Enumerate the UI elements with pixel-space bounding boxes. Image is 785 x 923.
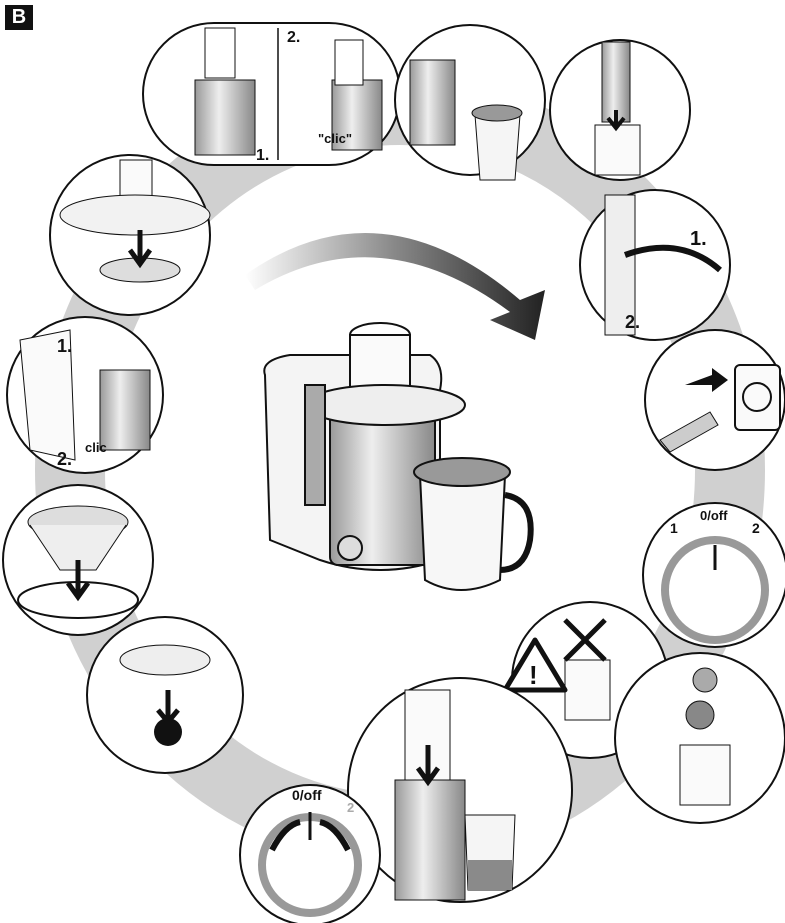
switch-off-label: 0/off <box>700 508 728 523</box>
warning-icon <box>502 637 568 693</box>
switch-off-label: 0/off <box>292 787 322 803</box>
step-1-label: 1. <box>57 336 72 356</box>
step-2-label: 2. <box>57 449 72 469</box>
step-plug-in <box>644 329 785 471</box>
speed-1-label: 1 <box>670 520 678 536</box>
click-label: clic <box>85 440 107 455</box>
speed-2-label: 2 <box>752 520 760 536</box>
section-badge: B <box>5 5 33 30</box>
step-1-label: 1. <box>256 147 269 164</box>
step-assemble-lid: 2. 1. "clic" <box>142 22 401 166</box>
step-add-fruit <box>614 652 785 824</box>
click-label: "clic" <box>318 131 352 146</box>
step-disassemble-lid: 1. 2. clic <box>6 316 164 474</box>
step-press-pusher <box>347 677 573 903</box>
step-attach-jug <box>394 24 546 181</box>
speed-2-label: 2 <box>347 800 354 815</box>
sequence-arrow <box>245 233 545 340</box>
step-lock-clamp: 1. 2. <box>579 189 731 341</box>
step-insert-filter-base <box>86 616 244 774</box>
step-2-label: 2. <box>625 312 640 332</box>
step-insert-filter <box>2 484 154 636</box>
step-lift-lid <box>49 154 211 316</box>
step-2-label: 2. <box>287 29 300 46</box>
step-switch-off: 0/off 2 <box>239 784 381 923</box>
warning-symbol: ! <box>529 660 538 690</box>
step-switch-on: 0/off 1 2 <box>642 502 785 648</box>
step-1-label: 1. <box>690 228 707 250</box>
juicer-main-illustration <box>263 322 534 591</box>
step-insert-pusher <box>549 39 691 181</box>
